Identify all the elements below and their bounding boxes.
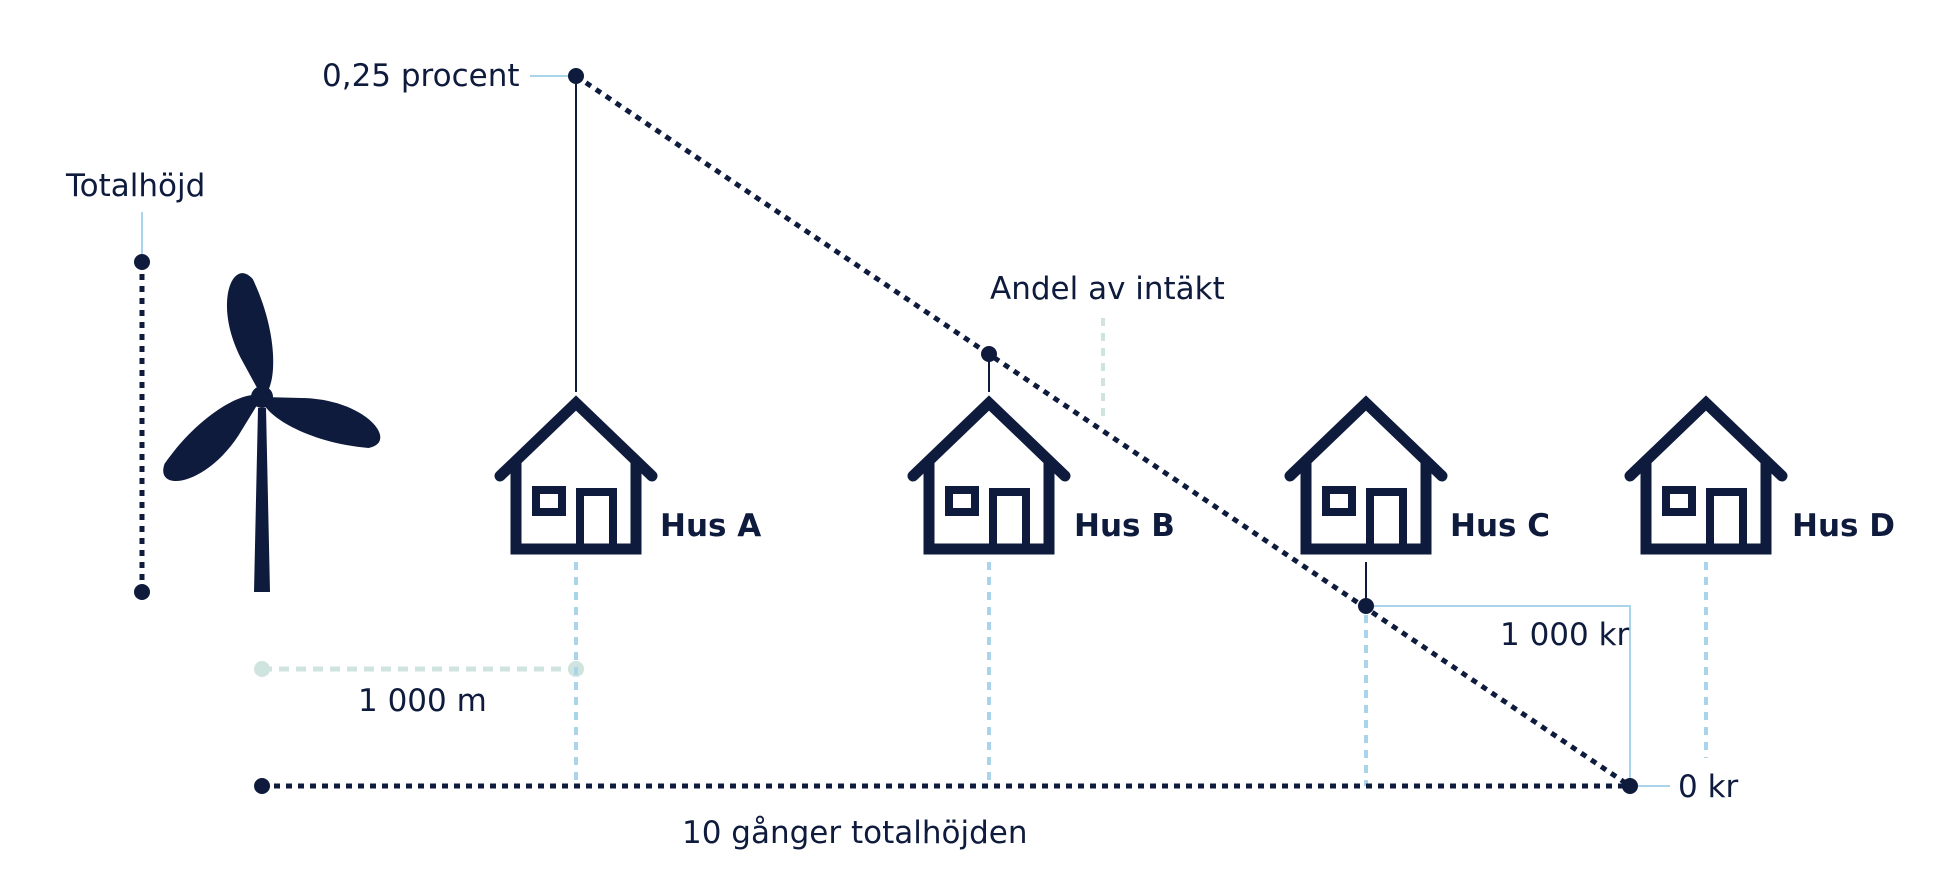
house-icon: [1290, 403, 1442, 549]
distance-1000m-label: 1 000 m: [358, 683, 487, 719]
max-percent-label: 0,25 procent: [322, 58, 520, 94]
total-height-label: Totalhöjd: [65, 168, 205, 204]
house-d-label: Hus D: [1792, 508, 1895, 544]
distance-1000m-line: [254, 661, 584, 677]
ten-times-height-line: [254, 778, 1630, 794]
house-b: Hus B: [913, 403, 1175, 549]
wind-turbine-icon: [163, 273, 381, 592]
house-a-label: Hus A: [660, 508, 761, 544]
amount-0kr-label: 0 kr: [1678, 769, 1739, 805]
house-drop-lines: [574, 562, 1708, 786]
ten-times-height-label: 10 gånger totalhöjden: [682, 815, 1027, 851]
amount-1000kr-label: 1 000 kr: [1500, 617, 1630, 653]
house-a: Hus A: [500, 403, 761, 549]
amount-1000kr-bracket: [1358, 562, 1631, 786]
house-icon: [913, 403, 1065, 549]
house-b-label: Hus B: [1074, 508, 1175, 544]
total-height-indicator: [134, 212, 150, 600]
house-c: Hus C: [1290, 403, 1550, 549]
house-icon: [1630, 403, 1782, 549]
house-icon: [500, 403, 652, 549]
income-share-diagonal: [568, 68, 1638, 794]
share-of-income-label: Andel av intäkt: [990, 271, 1225, 307]
house-d: Hus D: [1630, 403, 1895, 549]
house-c-label: Hus C: [1450, 508, 1550, 544]
